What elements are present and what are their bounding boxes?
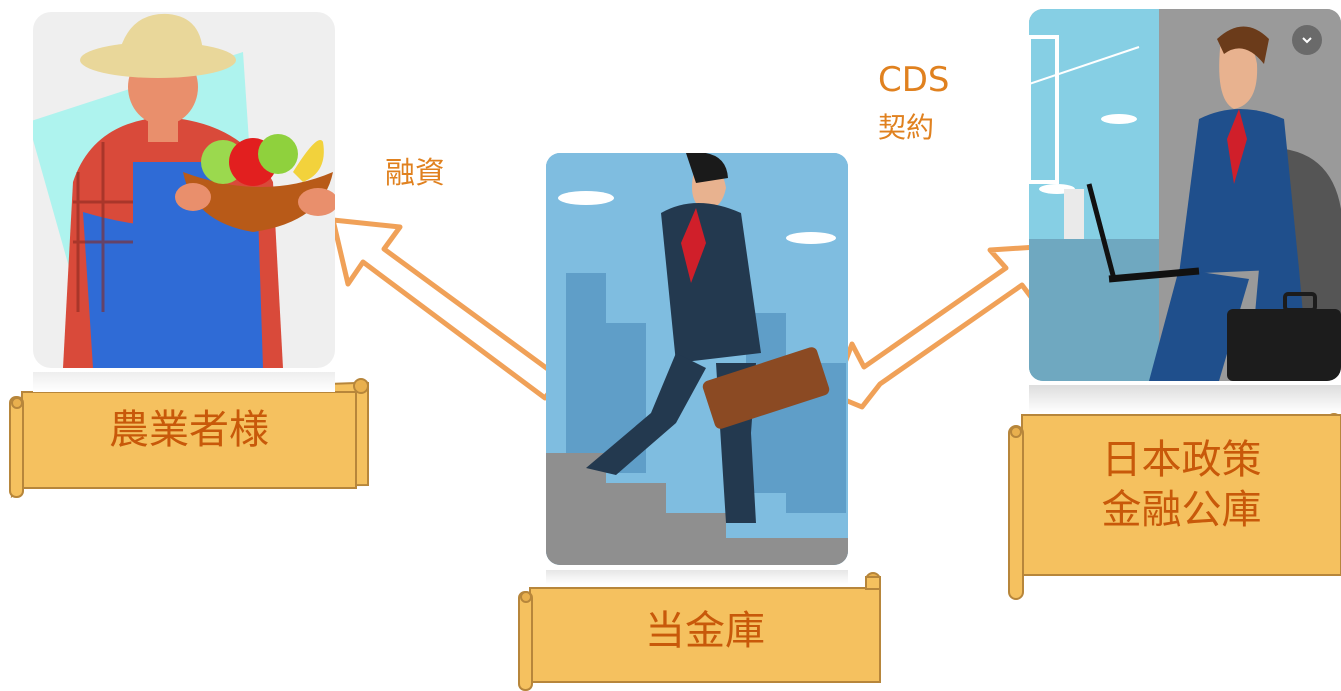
bank-reflection [546, 570, 848, 584]
expand-button[interactable] [1292, 25, 1322, 55]
jfc-label-line1: 日本政策 [1101, 437, 1262, 483]
loan-arrow [330, 217, 563, 401]
bank-label: 当金庫 [645, 608, 765, 654]
bank-image [546, 153, 848, 565]
farmer-illustration [33, 13, 335, 368]
farmer-image [33, 12, 335, 368]
jfc-scroll [1008, 398, 1341, 600]
cds-arrow [830, 243, 1055, 410]
farmer-scroll [9, 378, 369, 499]
loan-label: 融資 [385, 156, 445, 191]
bank-scroll [518, 572, 881, 691]
chevron-down-icon [1302, 37, 1312, 44]
businessman-laptop-illustration [1029, 9, 1341, 381]
jfc-label-line2: 金融公庫 [1101, 487, 1262, 533]
businessman-climbing-illustration [546, 153, 848, 565]
farmer-reflection [33, 372, 335, 392]
cds-label: CDS 契約 [878, 60, 950, 146]
jfc-image [1029, 9, 1341, 381]
cds-label-line2: 契約 [878, 111, 935, 144]
cds-label-line1: CDS [878, 60, 950, 100]
jfc-reflection [1029, 385, 1341, 413]
jfc-label: 日本政策 金融公庫 [1022, 435, 1341, 535]
farmer-label: 農業者様 [109, 407, 269, 453]
